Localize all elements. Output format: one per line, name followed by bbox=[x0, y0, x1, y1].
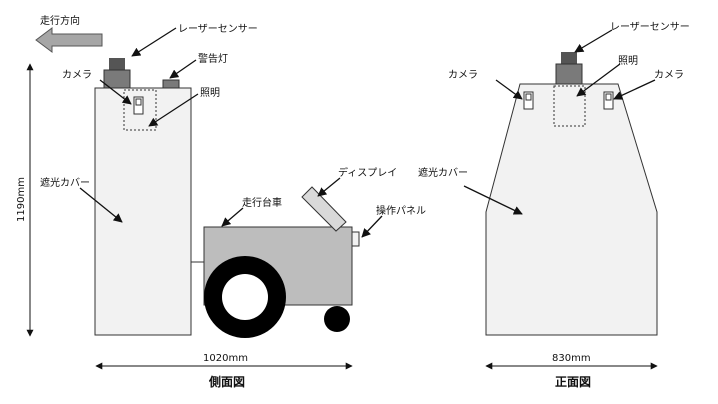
camera-front-left-lens bbox=[525, 93, 532, 101]
leader-camera-front-left bbox=[495, 79, 523, 100]
caption-side: 側面図 bbox=[208, 374, 245, 389]
label-display: ディスプレイ bbox=[338, 166, 397, 179]
laser-sensor-top-side bbox=[109, 58, 125, 70]
leader-panel bbox=[361, 215, 383, 238]
leader-camera-front-right bbox=[613, 79, 656, 100]
label-camera-front-right: カメラ bbox=[654, 69, 684, 81]
height-dimension-label: 1190mm bbox=[16, 177, 27, 222]
label-shade-front: 遮光カバー bbox=[418, 166, 468, 179]
caption-front: 正面図 bbox=[555, 375, 591, 389]
leader-light-side bbox=[148, 93, 199, 127]
laser-sensor-top-front bbox=[561, 52, 577, 64]
label-camera-side: カメラ bbox=[62, 69, 92, 81]
leader-light-front bbox=[576, 63, 621, 97]
direction-arrow bbox=[35, 27, 103, 53]
big-wheel-hub bbox=[222, 274, 268, 320]
shade-cover-side bbox=[94, 87, 192, 336]
direction-label: 走行方向 bbox=[40, 14, 80, 27]
laser-sensor-base-front bbox=[555, 63, 583, 85]
shade-cover-front bbox=[485, 83, 658, 336]
leader-shade-side bbox=[79, 187, 123, 223]
label-laser-front: レーザーセンサー bbox=[610, 21, 690, 33]
leader-cart bbox=[221, 207, 244, 227]
label-light-front: 照明 bbox=[618, 55, 638, 67]
leader-camera-side bbox=[99, 79, 132, 105]
label-laser-side: レーザーセンサー bbox=[178, 23, 258, 35]
display-panel bbox=[301, 186, 347, 232]
camera-side-lens bbox=[135, 98, 142, 106]
leader-display bbox=[317, 177, 341, 197]
label-shade-side: 遮光カバー bbox=[40, 176, 90, 189]
label-warning-light: 警告灯 bbox=[198, 52, 228, 65]
label-light-side: 照明 bbox=[200, 87, 220, 99]
light-dashed-front bbox=[553, 85, 586, 127]
camera-front-right-lens bbox=[605, 93, 612, 101]
leader-laser-side bbox=[131, 27, 177, 57]
caster-wheel bbox=[324, 306, 350, 332]
leader-laser-front bbox=[574, 29, 613, 53]
leader-shade-front bbox=[463, 185, 523, 215]
front-width-dimension-label: 830mm bbox=[552, 353, 591, 364]
operation-panel bbox=[351, 231, 360, 247]
label-panel: 操作パネル bbox=[376, 204, 426, 217]
light-dashed-side bbox=[123, 89, 157, 131]
leader-warning bbox=[169, 59, 197, 79]
side-width-dimension-label: 1020mm bbox=[203, 353, 248, 364]
label-camera-front-left: カメラ bbox=[448, 69, 478, 81]
label-cart: 走行台車 bbox=[242, 196, 282, 209]
